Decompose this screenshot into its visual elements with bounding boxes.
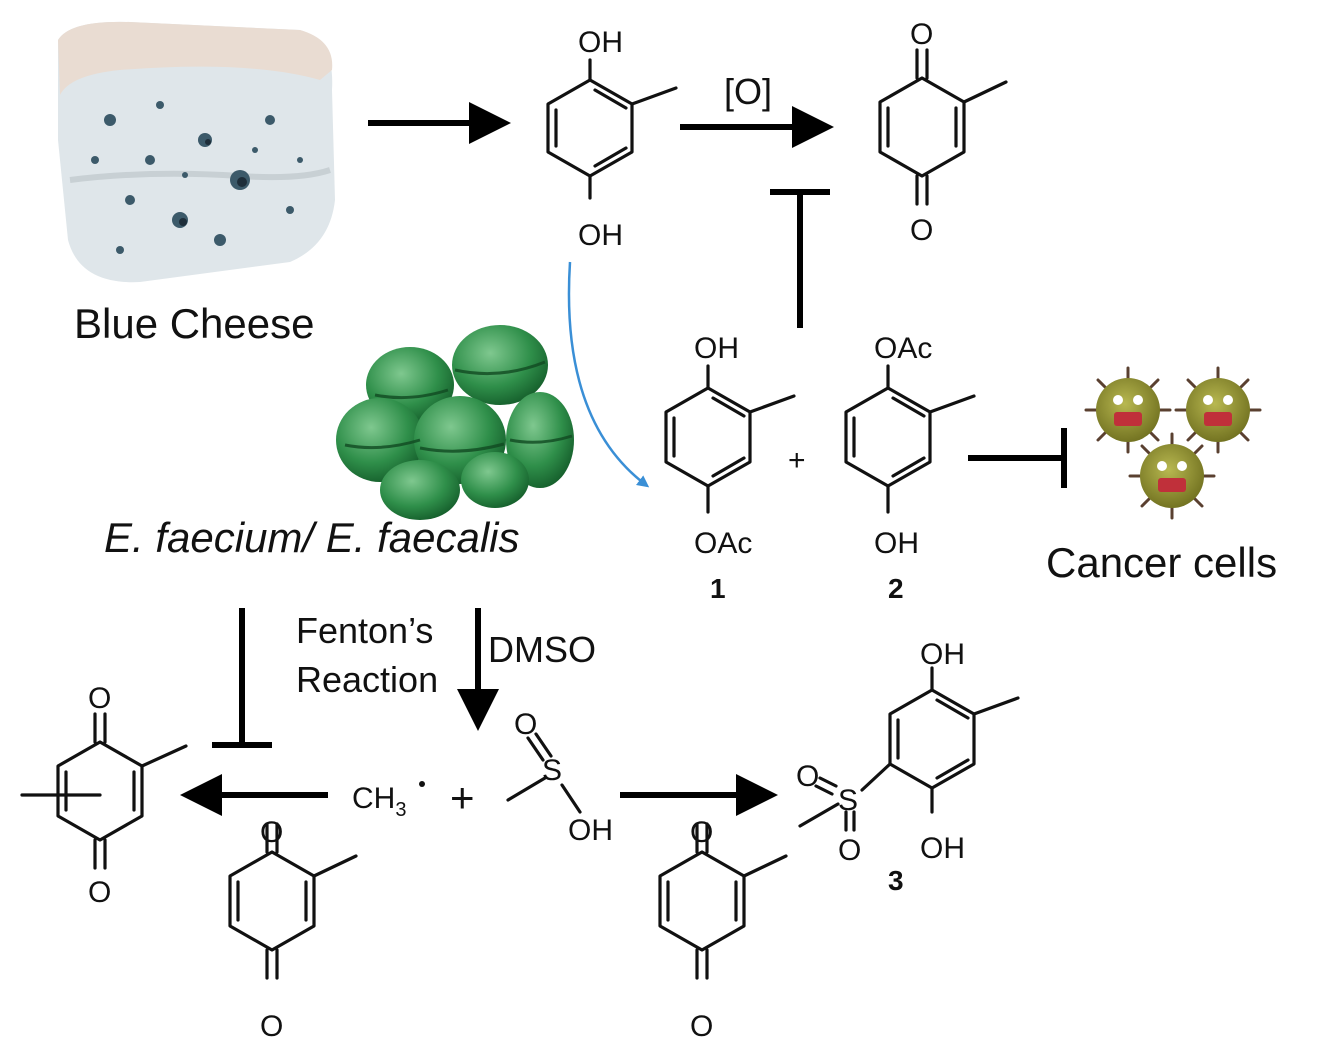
methyl-radical-label: CH3 xyxy=(352,782,406,821)
methylhydroquinone-structure xyxy=(546,58,678,200)
inhibition-methylation xyxy=(212,608,272,748)
methylbenzoquinone-top-structure xyxy=(878,48,1008,206)
compound-2-structure xyxy=(844,364,976,514)
bacteria-label: E. faecium/ E. faecalis xyxy=(104,514,520,561)
atom-o-r2-1: O xyxy=(690,816,713,849)
compound-1-number: 1 xyxy=(710,573,726,604)
atom-oh-c1: OH xyxy=(694,332,739,365)
inhibition-cancer xyxy=(968,428,1067,488)
atom-o-r1-1: O xyxy=(260,816,283,849)
compound-3-number: 3 xyxy=(888,865,904,896)
atom-oac-c1: OAc xyxy=(694,527,752,560)
blue-cheese-image xyxy=(58,21,335,283)
atom-o-bl-2: O xyxy=(88,876,111,909)
dmso-label: DMSO xyxy=(488,629,596,670)
plus-compounds: + xyxy=(788,444,806,477)
compound-3-structure xyxy=(798,666,1020,832)
plus-radical: + xyxy=(450,774,475,821)
atom-o-sulfinic: O xyxy=(514,708,537,741)
fenton-label-line1: Fenton’s xyxy=(296,610,433,651)
atom-o-c3-2: O xyxy=(838,834,861,867)
oxidation-label: [O] xyxy=(724,71,772,112)
atom-o-r1-2: O xyxy=(260,1010,283,1043)
atom-oh-top-2: OH xyxy=(578,219,623,252)
atom-o-top-2: O xyxy=(910,214,933,247)
radical-dot xyxy=(419,781,425,787)
cancer-cells-image xyxy=(1084,366,1262,520)
atom-oac-c2: OAc xyxy=(874,332,932,365)
atom-oh-top-1: OH xyxy=(578,26,623,59)
atom-oh-sulfinic: OH xyxy=(568,814,613,847)
atom-o-bl-1: O xyxy=(88,682,111,715)
methylbenzoquinone-reagent-2 xyxy=(658,822,788,980)
atom-o-c3-1: O xyxy=(796,760,819,793)
inhibition-oxidation xyxy=(770,189,830,328)
atom-s-sulfinic: S xyxy=(542,754,562,787)
cancer-cells-label: Cancer cells xyxy=(1046,539,1277,586)
atom-o-r2-2: O xyxy=(690,1010,713,1043)
methylated-quinone-structure xyxy=(20,712,188,870)
blue-cheese-label: Blue Cheese xyxy=(74,300,315,347)
bacteria-image xyxy=(336,325,574,520)
compound-2-number: 2 xyxy=(888,573,904,604)
methyl-radical-base: CH xyxy=(352,782,395,815)
atom-s-c3: S xyxy=(838,784,858,817)
fenton-label-line2: Reaction xyxy=(296,659,438,700)
atom-oh-c3-2: OH xyxy=(920,832,965,865)
methanesulfinic-acid-structure xyxy=(506,732,582,814)
methylbenzoquinone-reagent-1 xyxy=(228,822,358,980)
compound-1-structure xyxy=(664,364,796,514)
atom-oh-c3-1: OH xyxy=(920,638,965,671)
methyl-radical-subscript: 3 xyxy=(395,799,406,821)
atom-oh-c2: OH xyxy=(874,527,919,560)
curved-arrow-biotransformation xyxy=(567,261,650,488)
atom-o-top-1: O xyxy=(910,18,933,51)
